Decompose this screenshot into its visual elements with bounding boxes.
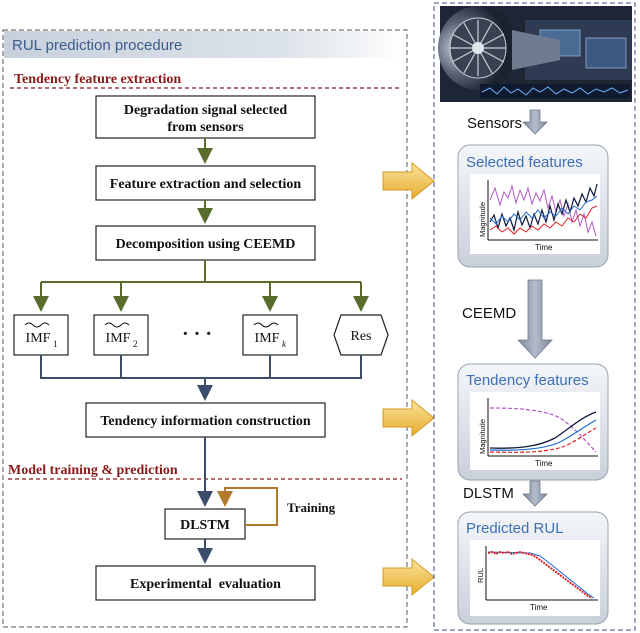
- training-loop-arrow: [217, 487, 278, 526]
- predicted-rul-plot: [485, 546, 598, 601]
- ceemd-decomposition-label: Decomposition using CEEMD: [116, 237, 296, 252]
- section-title-training: Model training & prediction: [8, 463, 178, 478]
- card2-ylabel: Magnitude: [478, 419, 487, 454]
- right-panel-border: [433, 2, 636, 631]
- imf2-box: IMF 2: [93, 314, 149, 356]
- ellipsis-dots: · · ·: [182, 323, 212, 345]
- ceemd-decomposition-box: [95, 225, 316, 261]
- training-label: Training: [287, 500, 336, 515]
- merge-lines: [40, 355, 362, 379]
- card1-xlabel: Time: [535, 243, 553, 252]
- gold-arrow-1: [382, 161, 435, 201]
- tendency-features-plot: [487, 398, 598, 457]
- evaluation-box: [95, 565, 316, 601]
- degradation-signal-box: [95, 95, 316, 139]
- imf1-label: IMF: [26, 331, 51, 346]
- card3-ylabel: RUL: [476, 568, 485, 583]
- imf1-box: IMF 1: [13, 314, 69, 356]
- tendency-construction-box: [85, 402, 326, 438]
- left-panel-border: [2, 29, 408, 628]
- left-panel-title: RUL prediction procedure: [12, 37, 182, 54]
- card2-xlabel: Time: [535, 459, 553, 468]
- left-panel-title-bar: [4, 31, 406, 58]
- selected-features-title: Selected features: [466, 154, 583, 171]
- section-title-feature-extraction: Tendency feature extraction: [14, 72, 181, 87]
- gold-arrow-3: [382, 557, 435, 597]
- dlstm-down-arrow: [522, 480, 548, 507]
- selected-features-plot: [487, 180, 598, 241]
- ceemd-down-arrow: [517, 279, 553, 359]
- imfk-subscript: k: [282, 339, 287, 349]
- card3-xlabel: Time: [530, 603, 548, 612]
- card1-ylabel: Magnitude: [478, 202, 487, 237]
- imf2-label: IMF: [106, 331, 131, 346]
- evaluation-label: Experimental evaluation: [130, 577, 281, 592]
- imf1-subscript: 1: [53, 339, 58, 349]
- tendency-features-title: Tendency features: [466, 372, 589, 389]
- res-box: Res: [333, 314, 389, 356]
- sensors-label: Sensors: [467, 115, 522, 132]
- res-label: Res: [351, 329, 372, 344]
- ceemd-label: CEEMD: [462, 305, 516, 322]
- degradation-signal-line2: from sensors: [167, 120, 244, 135]
- imfk-label: IMF: [255, 331, 280, 346]
- imfk-box: IMF k: [242, 314, 298, 356]
- engine-image: [438, 6, 632, 102]
- gold-arrow-2: [382, 398, 435, 438]
- tendency-construction-label: Tendency information construction: [100, 414, 310, 429]
- feature-extraction-label: Feature extraction and selection: [110, 177, 302, 192]
- dlstm-box-label: DLSTM: [180, 518, 230, 533]
- sensors-down-arrow: [522, 109, 548, 135]
- predicted-rul-title: Predicted RUL: [466, 520, 564, 537]
- imf2-subscript: 2: [133, 339, 138, 349]
- degradation-signal-line1: Degradation signal selected: [124, 103, 288, 118]
- dlstm-right-label: DLSTM: [463, 485, 514, 502]
